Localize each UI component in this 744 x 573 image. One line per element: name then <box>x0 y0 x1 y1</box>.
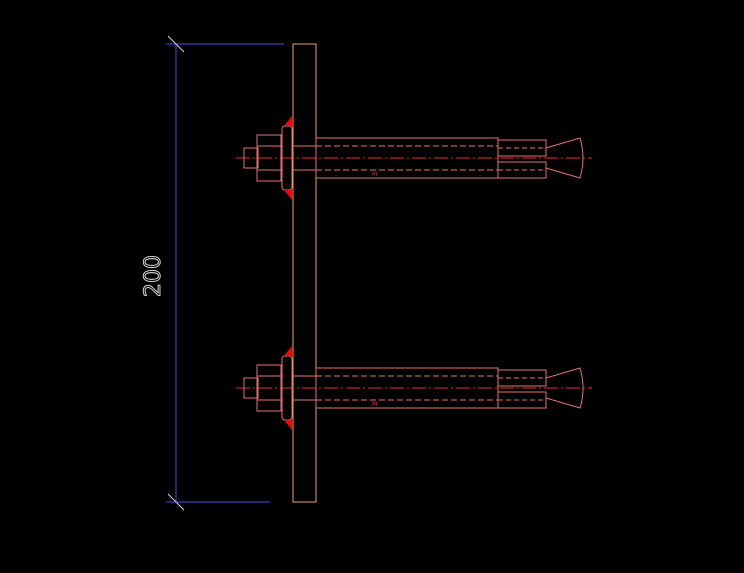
anchor-sleeve <box>315 367 499 409</box>
stud-end <box>243 147 259 169</box>
weld-mark-bottom <box>284 420 292 430</box>
dimension-200: 200 <box>141 35 284 511</box>
hex-nut <box>256 134 282 182</box>
dimension-tick-bottom <box>167 493 185 511</box>
expansion-cone <box>545 137 584 179</box>
anchor-bolt-lower: M <box>236 346 592 430</box>
bolt-tag: M <box>372 171 377 178</box>
anchor-bolt-upper: M <box>236 116 592 200</box>
weld-mark-top <box>284 346 292 356</box>
weld-mark-bottom <box>284 190 292 200</box>
base-plate <box>292 43 317 503</box>
stud-end <box>243 377 259 399</box>
hex-nut <box>256 364 282 412</box>
expansion-cone <box>545 367 584 409</box>
bolt-tag: M <box>372 401 377 408</box>
dimension-value: 200 <box>141 255 166 297</box>
dimension-tick-top <box>167 35 185 53</box>
weld-mark-top <box>284 116 292 126</box>
anchor-sleeve <box>315 137 499 179</box>
